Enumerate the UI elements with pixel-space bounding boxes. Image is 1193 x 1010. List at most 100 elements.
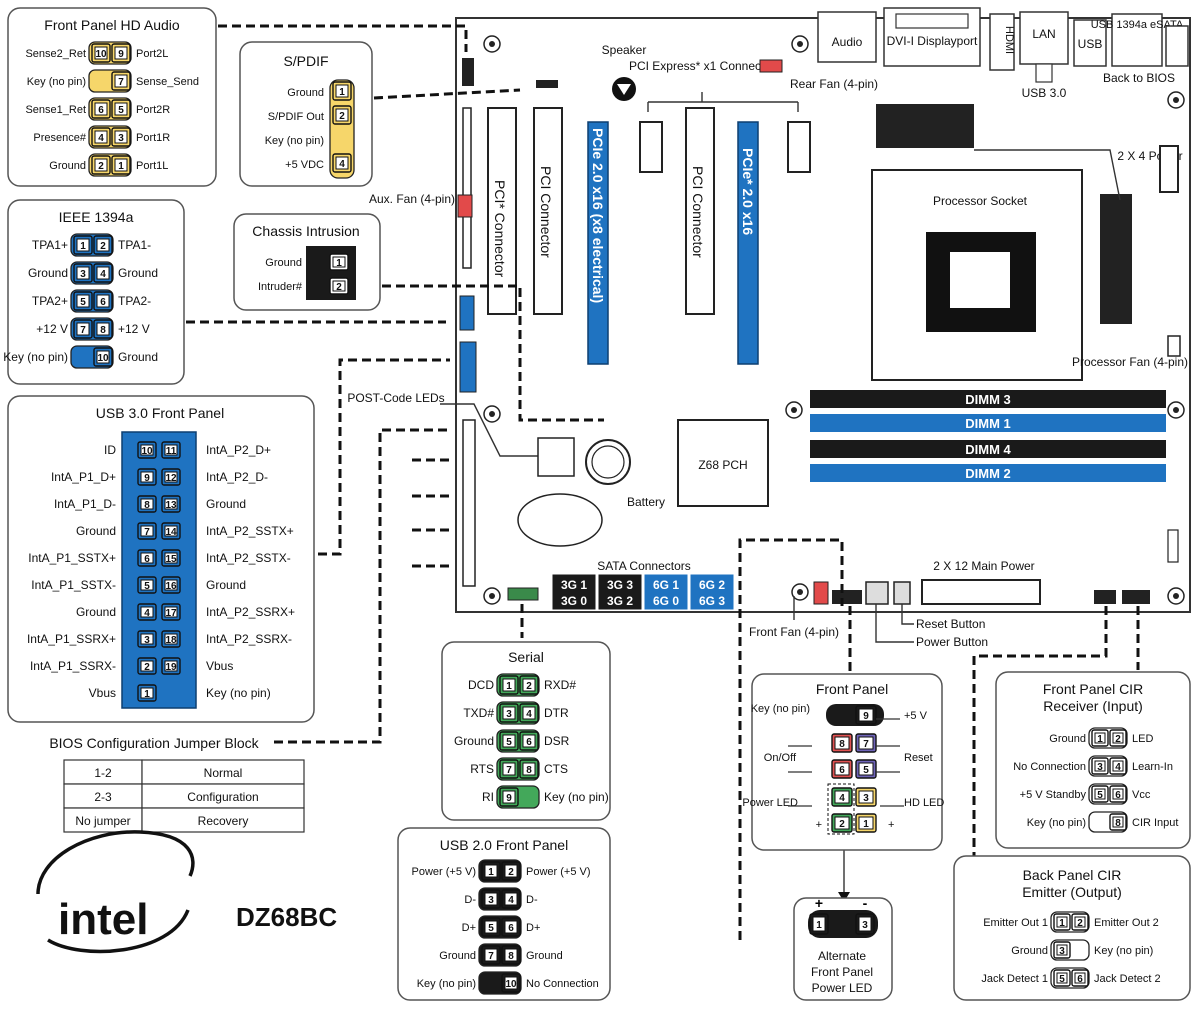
fp-pin-1-inner <box>858 816 874 830</box>
fp-pin-9-inner <box>858 708 874 722</box>
usb3-row-4-pin1-inner <box>140 552 154 564</box>
usb3-row-9-pin1-inner <box>140 687 154 699</box>
cir-rx-row-3-pin2: 8 <box>1115 818 1121 829</box>
ieee-rows-row-0-pin2-inner <box>96 238 110 252</box>
serial-rows-row-3-pin1-inner <box>502 762 516 776</box>
vrm-heatsink <box>1100 194 1132 324</box>
fp-pin-2-inner <box>834 816 850 830</box>
serial-rows-row-1-pin2: 4 <box>526 709 532 720</box>
cir-tx-row-2-pin2: 6 <box>1077 974 1083 985</box>
ieee-rows-row-4-pin2: 10 <box>97 353 109 364</box>
serial-rows-row-0-pin1: 1 <box>506 681 512 692</box>
usb3-row-6-left-label: Ground <box>76 605 116 619</box>
ieee-rows-row-3-pin1: 7 <box>80 325 86 336</box>
fp-pin-2: 2 <box>839 819 845 830</box>
usb3-row-5-right-label: Ground <box>206 578 246 592</box>
serial-rows-row-2-right-label: DSR <box>544 734 570 748</box>
ieee-rows-row-2-pin2-inner <box>96 294 110 308</box>
cir-tx-row-0-pin1: 1 <box>1059 918 1065 929</box>
power-button[interactable] <box>865 581 889 605</box>
usb3-row-8-left-label: IntA_P1_SSRX- <box>30 659 116 673</box>
cir-rx-row-0-pin2: 2 <box>1115 734 1121 745</box>
reset-button[interactable] <box>893 581 911 605</box>
usb3-row-2-left-label: IntA_P1_D- <box>54 497 116 511</box>
io-hdmi: HDMI <box>1003 26 1015 54</box>
pcie-x1-slot-a <box>639 121 663 173</box>
alt-led-minus: - <box>863 895 868 911</box>
usb2-front-box <box>397 827 611 1001</box>
usb3-row-5-pin2: 16 <box>165 581 177 592</box>
fp-plus-sign-right: + <box>888 819 894 831</box>
pci-slot-b <box>533 107 563 315</box>
fp-pin-8: 8 <box>839 739 845 750</box>
ieee1394-title: IEEE 1394a <box>59 209 134 225</box>
serial-rows-row-1-pin1: 3 <box>506 709 512 720</box>
usb2-rows-row-3-pin2: 8 <box>508 951 514 962</box>
fp-pin-5: 5 <box>863 765 869 776</box>
main-power-label: 2 X 12 Main Power <box>933 559 1034 573</box>
spdif-pin-0-inner <box>335 84 349 98</box>
usb3-row-1-right-label: IntA_P2_D- <box>206 470 268 484</box>
chassis-pin-1-inner <box>332 280 346 292</box>
hd-audio-rows-row-2-right-label: Port2R <box>136 104 170 116</box>
usb3-row-7-pin1: 3 <box>144 635 150 646</box>
usb2-rows-row-1-left-label: D- <box>464 894 476 906</box>
hd-audio-title: Front Panel HD Audio <box>44 17 180 33</box>
chassis-label-0: Ground <box>265 257 302 269</box>
serial-rows-row-3-pin1: 7 <box>506 765 512 776</box>
dimm-slots: DIMM 3 DIMM 1 DIMM 4 DIMM 2 <box>810 390 1166 482</box>
io-dvi: DVI-I Displayport <box>887 34 978 48</box>
usb3-row-4-pin2: 15 <box>165 554 177 565</box>
fp-pin-7-inner <box>858 736 874 750</box>
cir-rx-row-0-left-label: Ground <box>1049 733 1086 745</box>
cir-tx-row-2-pin2-inner <box>1074 972 1086 984</box>
cir-tx-row-1-right-label: Key (no pin) <box>1094 945 1153 957</box>
intel-logo: intel <box>36 830 195 954</box>
connection-lines <box>186 24 1140 940</box>
sata-port-2 <box>643 573 689 611</box>
hd-audio-rows-row-2-pin1-inner <box>94 102 108 116</box>
usb2-rows-row-1-right-label: D- <box>526 894 538 906</box>
usb3-row-2-pin1-inner <box>140 498 154 510</box>
cir-rx-row-2-pin1-inner <box>1094 788 1106 800</box>
ieee-rows-row-2-left-label: TPA2+ <box>32 294 68 308</box>
cir-rx-row-3-pin2-inner <box>1112 816 1124 828</box>
usb3-row-7-pin1-inner <box>140 633 154 645</box>
serial-rows-row-3-right-label: CTS <box>544 762 568 776</box>
serial-rows-row-2-pin1: 5 <box>506 737 512 748</box>
dimm-2 <box>810 464 1166 482</box>
usb3-row-2-pin2-inner <box>164 498 178 510</box>
bios-cell-setting-0 <box>63 759 143 785</box>
pcie-x16-label: PCIe* 2.0 x16 <box>740 148 756 235</box>
alt-led-pin-1: 1 <box>816 920 822 931</box>
usb2-rows-row-3-pin1-inner <box>484 948 498 962</box>
ieee-rows-row-1-pin1: 3 <box>80 269 86 280</box>
ieee-rows-row-3-pin2-inner <box>96 322 110 336</box>
usb3-row-7-pin2-inner <box>164 633 178 645</box>
cir-tx-row-0-pin2: 2 <box>1077 918 1083 929</box>
alt-led-plus: + <box>815 895 823 911</box>
front-fan-connector <box>813 581 829 605</box>
hd-audio-rows-row-4-pin1-inner <box>94 158 108 172</box>
pcie-x1-label: PCI Express* x1 Connector <box>629 59 775 73</box>
hd-audio-rows-row-4-pin2-inner <box>114 158 128 172</box>
sata-bottom-0: 3G 0 <box>561 594 587 608</box>
sata-top-1: 3G 3 <box>607 578 633 592</box>
cir-tx-row-1-left-label: Ground <box>1011 945 1048 957</box>
reset-button-label: Reset Button <box>916 617 985 631</box>
fp-pin-4: 4 <box>839 793 845 804</box>
cir-tx-row-0-pin2-inner <box>1074 916 1086 928</box>
cir-tx-row-0-pin1-inner <box>1056 916 1068 928</box>
cir-tx-row-1-pin1-inner <box>1056 944 1068 956</box>
sata-connectors: 3G 13G 03G 33G 26G 16G 06G 26G 3 <box>551 573 735 611</box>
pcie-x16-slot <box>737 121 759 365</box>
usb3-row-3-pin1-inner <box>140 525 154 537</box>
cir-tx-row-0-right-label: Emitter Out 2 <box>1094 917 1159 929</box>
speaker-label: Speaker <box>602 43 647 57</box>
serial-rows-row-1-left-label: TXD# <box>463 706 494 720</box>
